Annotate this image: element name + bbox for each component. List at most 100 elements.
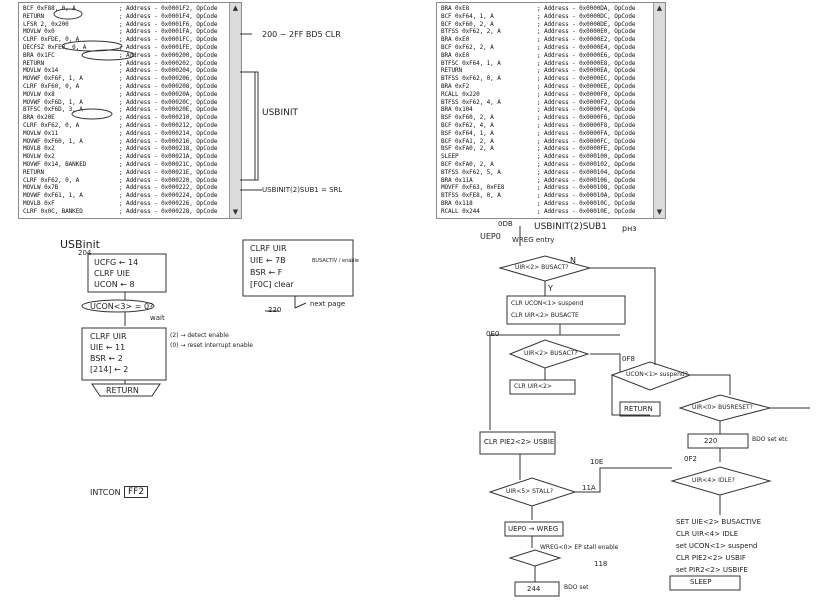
label-0e0: 0E0 (486, 330, 500, 338)
sub-box-line-1: CLRF UIR (250, 244, 287, 253)
code-instruction: BRA 0xE0 (441, 36, 470, 44)
code-line: MOVLW 0x0; Address - 0x0001FA, OpCode (23, 28, 217, 36)
code-address-comment: ; Address - 0x0000E6, OpCode (537, 51, 636, 59)
code-line: MOVWF 0xF6D, 1, A; Address - 0x00020C, O… (23, 99, 217, 107)
code-address-comment: ; Address - 0x0000FC, OpCode (537, 137, 636, 145)
code-address-comment: ; Address - 0x00021E, OpCode (119, 168, 218, 176)
idle-action-4: CLR PIE2<2> USBIF (676, 554, 746, 562)
scroll-up-arrow-icon[interactable]: ▲ (656, 4, 663, 12)
code-instruction: BTFSS 0xF62, 4, A (441, 98, 501, 106)
right-listing-scrollbar[interactable]: ▲ ▼ (653, 3, 665, 218)
code-instruction: BRA 0xE8 (441, 5, 470, 12)
decision-busact-2: UIR<2> BUSACT? (524, 350, 578, 357)
code-line: RCALL 0x220; Address - 0x0000F0, OpCode (441, 91, 635, 99)
scroll-down-arrow-icon[interactable]: ▼ (232, 208, 239, 216)
code-instruction: BRA 0x104 (441, 106, 473, 114)
code-line: RCALL 0x244; Address - 0x00010E, OpCode (441, 208, 635, 216)
code-line: BTFSC 0xF64, 1, A; Address - 0x0000E8, O… (441, 60, 635, 68)
code-address-comment: ; Address - 0x0000E8, OpCode (537, 59, 636, 67)
code-instruction: MOVLW 0x7B (23, 184, 59, 192)
code-address-comment: ; Address - 0x000214, OpCode (119, 129, 218, 137)
code-address-comment: ; Address - 0x000202, OpCode (119, 59, 218, 67)
decision-busreset: UIR<0> BUSRESET? (692, 404, 753, 411)
code-address-comment: ; Address - 0x0000DE, OpCode (537, 20, 636, 28)
code-address-comment: ; Address - 0x0000F8, OpCode (537, 122, 636, 129)
code-line: MOVLW 0x11; Address - 0x000214, OpCode (23, 130, 217, 138)
action-clr-suspend: CLR UCON<1> suspend (511, 300, 584, 307)
code-address-comment: ; Address - 0x000222, OpCode (119, 184, 218, 192)
code-line: BRA 0x1FC ; Address - 0x000200, OpCode (23, 52, 217, 60)
code-line: BRA 0x104; Address - 0x0000F4, OpCode (441, 106, 635, 114)
code-line: BRA 0xE8; Address - 0x0000DA, OpCode (441, 5, 635, 13)
code-instruction: BCF 0xF64, 1, A (441, 12, 494, 20)
label-0f2: 0F2 (684, 455, 697, 463)
box2-note-1: (2) → detect enable (170, 332, 229, 339)
code-instruction: MOVWF 0xF60, 1, A (23, 137, 83, 145)
decision-idle: UIR<4> IDLE? (692, 477, 735, 484)
code-instruction: MOVFF 0xF63, 0xFE8 (441, 184, 505, 192)
scroll-up-arrow-icon[interactable]: ▲ (232, 4, 239, 12)
code-line: BSF 0xFA0, 2, A; Address - 0x0000FE, OpC… (441, 145, 635, 153)
code-address-comment: ; Address - 0x0001FA, OpCode (119, 28, 218, 36)
left-listing-scrollbar[interactable]: ▲ ▼ (229, 3, 241, 218)
code-instruction: BTFSS 0xF62, 0, A (441, 75, 501, 83)
box1-line-2: CLRF UIE (94, 269, 131, 278)
code-address-comment: ; Address - 0x000100, OpCode (537, 153, 636, 161)
code-instruction: BCF 0xFA0, 2, A (441, 161, 494, 168)
code-line: CLRF 0x0C, BANKED; Address - 0x000228, O… (23, 208, 217, 216)
code-line: BCF 0xFA1, 2, A; Address - 0x0000FC, OpC… (441, 138, 635, 146)
code-line: BRA 0x20E ; Address - 0x000210, OpCode (23, 114, 217, 122)
code-instruction: BCF 0xF88, 0, A (23, 5, 76, 12)
code-line: MOVWF 0x14, BANKED; Address - 0x00021C, … (23, 161, 217, 169)
code-instruction: BTFSS 0xF62, 2, A (441, 28, 501, 36)
code-address-comment: ; Address - 0x00020A, OpCode (119, 90, 218, 98)
code-instruction: RCALL 0x244 (441, 207, 480, 215)
code-address-comment: ; Address - 0x0001F2, OpCode (119, 5, 218, 12)
code-address-comment: ; Address - 0x0000E2, OpCode (537, 36, 636, 44)
scroll-down-arrow-icon[interactable]: ▼ (656, 208, 663, 216)
usbinit-title: USBinit (60, 238, 100, 251)
code-line: BSF 0xF64, 1, A; Address - 0x0000FA, OpC… (441, 130, 635, 138)
code-instruction: BRA 0x20E (23, 114, 55, 122)
idle-action-6: SLEEP (690, 578, 712, 586)
code-address-comment: ; Address - 0x000206, OpCode (119, 75, 218, 83)
code-line: MOVWF 0xF6F, 1, A; Address - 0x000206, O… (23, 75, 217, 83)
return-terminal: RETURN (106, 386, 139, 395)
yes-label: Y (548, 284, 553, 293)
code-address-comment: ; Address - 0x000200, OpCode (119, 51, 218, 59)
code-line: CLRF 0xF62, 0, A; Address - 0x000212, Op… (23, 122, 217, 130)
code-instruction: BRA 0x1FC (23, 51, 55, 59)
code-line: SLEEP; Address - 0x000100, OpCode (441, 153, 635, 161)
code-instruction: MOVLW 0x8 (23, 90, 55, 98)
code-address-comment: ; Address - 0x00020E, OpCode (119, 106, 218, 114)
code-address-comment: ; Address - 0x0000DC, OpCode (537, 12, 636, 20)
code-line: MOVWF 0xF60, 1, A; Address - 0x000216, O… (23, 138, 217, 146)
code-address-comment: ; Address - 0x000226, OpCode (119, 200, 218, 207)
code-line: RETURN; Address - 0x0000EA, OpCode (441, 67, 635, 75)
code-line: RETURN; Address - 0x00021E, OpCode (23, 169, 217, 177)
action-clr-busacte: CLR UIR<2> BUSACTE (511, 312, 579, 319)
code-address-comment: ; Address - 0x00021A, OpCode (119, 153, 218, 161)
label-0f8: 0F8 (622, 355, 635, 363)
code-instruction: MOVLB 0x2 (23, 145, 55, 153)
code-instruction: DECFSZ 0xFE8, 0, A (23, 44, 87, 51)
code-line: CLRF 0xF60, 0, A; Address - 0x000208, Op… (23, 83, 217, 91)
code-line: BCF 0xFA0, 2, A; Address - 0x000102, OpC… (441, 161, 635, 169)
code-line: BTFSS 0xFE8, 0, A; Address - 0x00010A, O… (441, 192, 635, 200)
code-line: MOVWF 0xF61, 1, A; Address - 0x000224, O… (23, 192, 217, 200)
code-line: MOVLB 0x2; Address - 0x000218, OpCode (23, 145, 217, 153)
code-address-comment: ; Address - 0x0000EE, OpCode (537, 83, 636, 90)
code-address-comment: ; Address - 0x000210, OpCode (119, 114, 218, 122)
sub-box-line-2: UIE ← 7B (250, 256, 286, 265)
code-address-comment: ; Address - 0x0000EC, OpCode (537, 75, 636, 83)
code-address-comment: ; Address - 0x000228, OpCode (119, 207, 218, 215)
code-instruction: CLRF 0xF62, 0, A (23, 176, 80, 184)
code-line: MOVLW 0x7B ; Address - 0x000222, OpCode (23, 184, 217, 192)
code-instruction: MOVWF 0x14, BANKED (23, 161, 87, 168)
box2-note-2: (0) → reset interrupt enable (170, 342, 253, 349)
code-instruction: BRA 0x118 (441, 200, 473, 207)
no-label: N (570, 256, 576, 265)
code-line: BTFSS 0xF62, 2, A; Address - 0x0000E0, O… (441, 28, 635, 36)
code-address-comment: ; Address - 0x00020C, OpCode (119, 98, 218, 106)
